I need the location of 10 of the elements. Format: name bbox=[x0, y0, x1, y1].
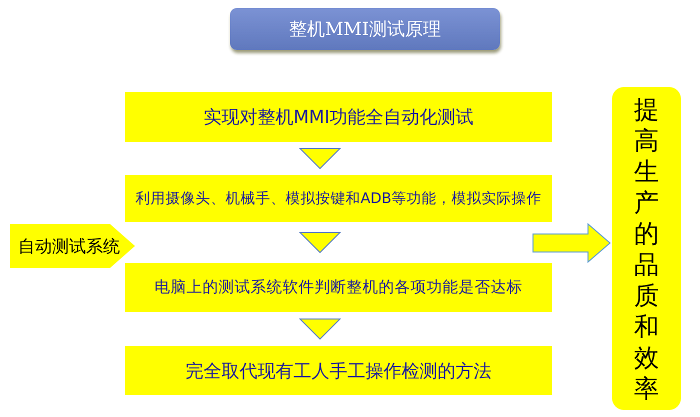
process-box: 完全取代现有工人手工操作检测的方法 bbox=[125, 346, 552, 395]
arrow bbox=[532, 222, 611, 264]
process-box: 利用摄像头、机械手、模拟按键和ADB等功能，模拟实际操作 bbox=[125, 175, 552, 222]
arrow bbox=[298, 232, 342, 254]
result-box: 提高生产的品质和效率 bbox=[612, 87, 681, 410]
process-box: 电脑上的测试系统软件判断整机的各项功能是否达标 bbox=[125, 263, 552, 312]
arrow bbox=[298, 318, 342, 340]
process-box: 实现对整机MMI功能全自动化测试 bbox=[125, 92, 552, 142]
arrow bbox=[298, 148, 342, 170]
title-banner: 整机MMI测试原理 bbox=[230, 8, 500, 50]
